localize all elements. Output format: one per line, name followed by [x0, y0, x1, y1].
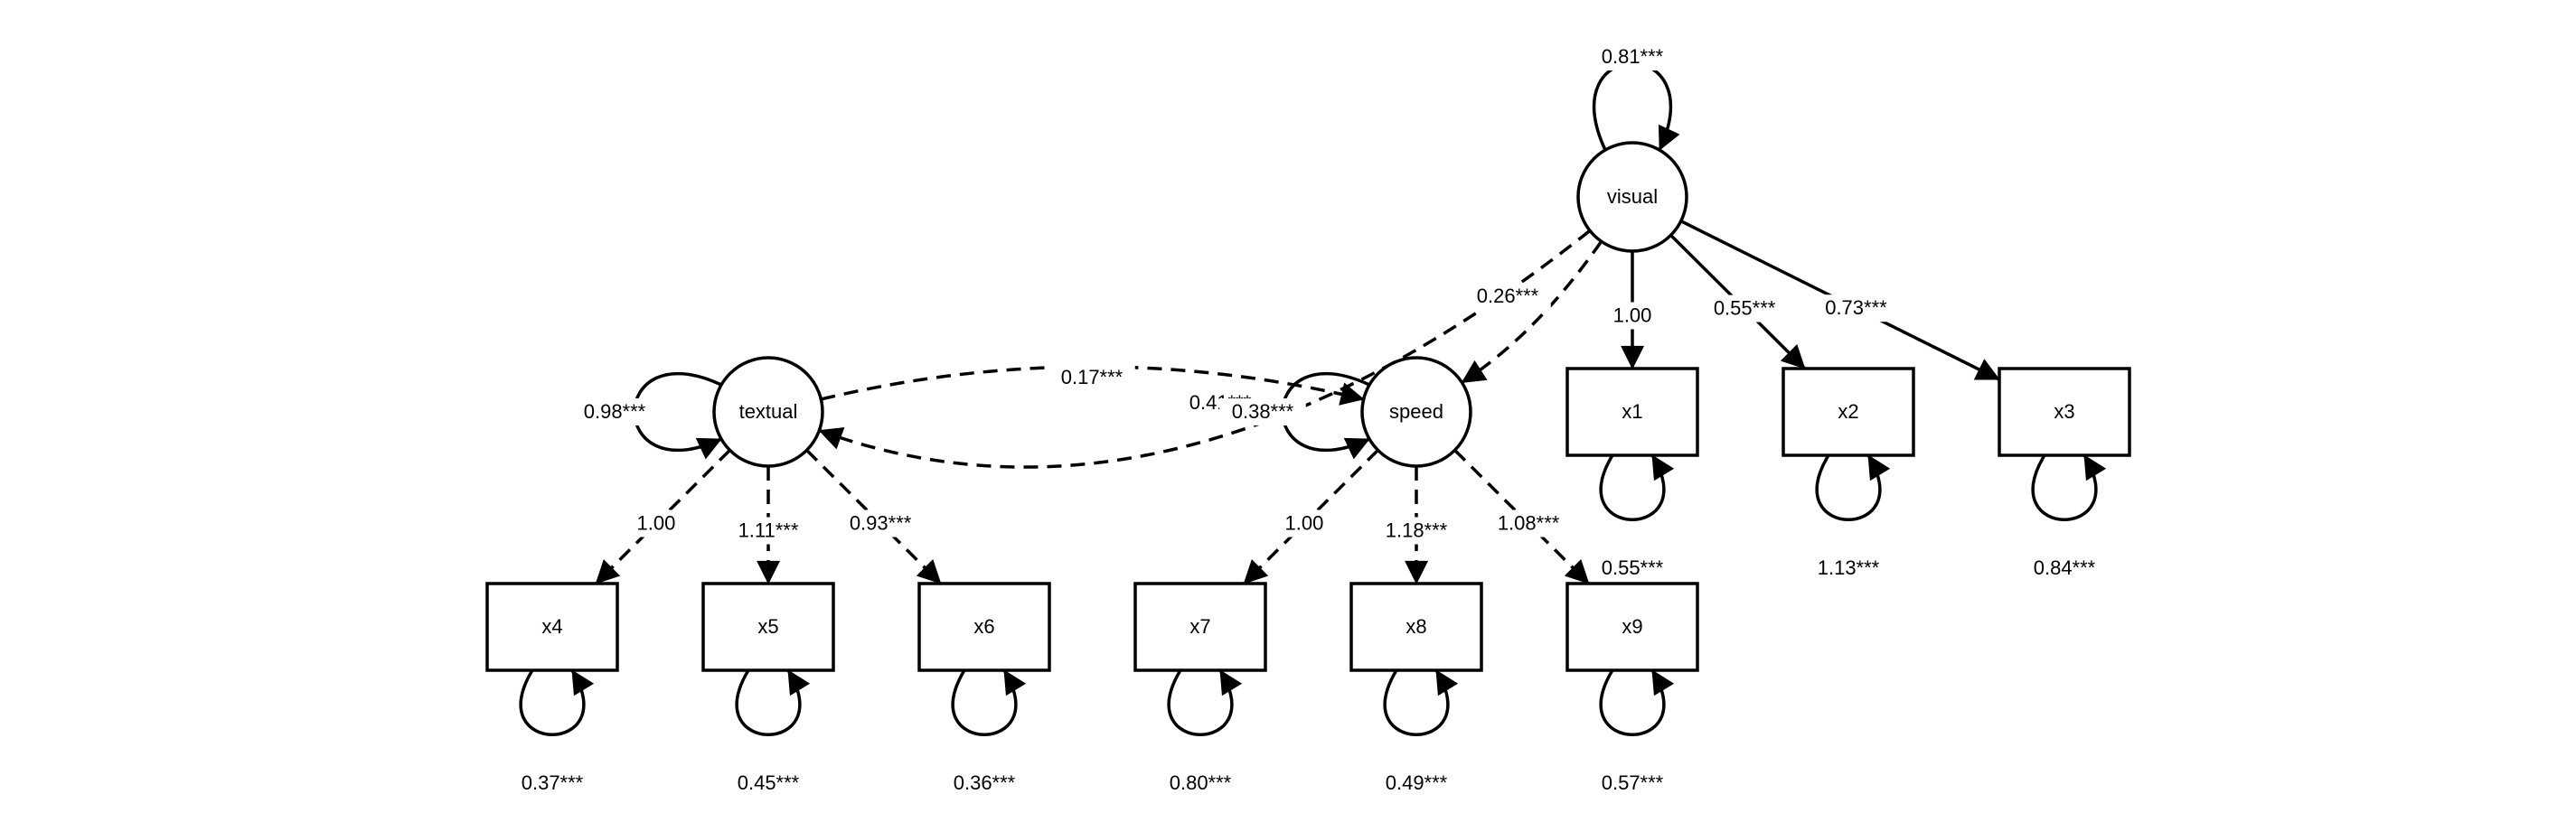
loading-label-x3: 0.73***: [1812, 294, 1900, 322]
residual-loop-x7: [1167, 644, 1243, 736]
loading-label-x5: 1.11***: [725, 517, 812, 545]
residual-loop-x5: [735, 644, 811, 736]
covariance-label-visual-speed: 0.26***: [1464, 283, 1551, 310]
observed-node-x2: x2: [1782, 367, 1915, 457]
svg-text:visual: visual: [1607, 185, 1658, 208]
residual-loop-x6: [951, 644, 1027, 736]
observed-node-x7: x7: [1133, 582, 1267, 672]
loading-label-x6: 0.93***: [837, 509, 924, 537]
svg-text:x2: x2: [1838, 400, 1858, 423]
svg-text:0.80***: 0.80***: [1170, 771, 1232, 794]
svg-text:x6: x6: [973, 615, 994, 638]
observed-node-x9: x9: [1565, 582, 1699, 672]
svg-text:0.55***: 0.55***: [1714, 296, 1776, 319]
svg-text:1.11***: 1.11***: [738, 519, 799, 541]
covariance-curve-visual-textual: [818, 207, 1615, 469]
svg-text:x4: x4: [541, 615, 562, 638]
residual-label-x3: 0.84***: [2021, 555, 2108, 582]
svg-text:0.57***: 0.57***: [1602, 771, 1664, 794]
residual-loop-x9: [1599, 644, 1675, 736]
residual-label-x1: 0.55***: [1589, 555, 1676, 582]
svg-text:0.98***: 0.98***: [584, 400, 646, 423]
loading-label-x2: 0.55***: [1701, 294, 1788, 322]
svg-text:0.84***: 0.84***: [2034, 556, 2096, 579]
svg-text:x3: x3: [2054, 400, 2074, 423]
variance-loop-visual: [1592, 61, 1680, 176]
svg-text:1.08***: 1.08***: [1498, 511, 1560, 534]
loading-label-x1: 1.00: [1606, 302, 1659, 330]
svg-text:x7: x7: [1189, 615, 1210, 638]
residual-label-x4: 0.37***: [509, 770, 596, 797]
covariance-label-textual-speed: 0.17***: [1048, 364, 1135, 391]
latent-node-speed: speed: [1360, 356, 1472, 468]
svg-text:0.93***: 0.93***: [850, 511, 912, 534]
svg-text:x9: x9: [1622, 615, 1642, 638]
svg-text:x8: x8: [1406, 615, 1426, 638]
residual-label-x8: 0.49***: [1373, 770, 1460, 797]
loading-label-x8: 1.18***: [1373, 517, 1460, 545]
latent-node-textual: textual: [712, 356, 824, 468]
svg-text:1.00: 1.00: [637, 511, 676, 534]
svg-text:0.38***: 0.38***: [1232, 400, 1294, 423]
observed-node-x8: x8: [1349, 582, 1483, 672]
svg-text:0.17***: 0.17***: [1061, 366, 1123, 388]
residual-label-x7: 0.80***: [1157, 770, 1244, 797]
variance-label-visual: 0.81***: [1589, 43, 1676, 70]
svg-text:speed: speed: [1389, 400, 1443, 423]
svg-text:0.26***: 0.26***: [1477, 285, 1539, 307]
covariance-curve-visual-speed: [1461, 216, 1624, 384]
svg-text:1.00: 1.00: [1613, 304, 1652, 326]
svg-text:x5: x5: [757, 615, 778, 638]
residual-loop-x4: [519, 644, 595, 736]
residual-label-x6: 0.36***: [941, 770, 1028, 797]
residual-label-x2: 1.13***: [1805, 555, 1892, 582]
observed-node-x1: x1: [1565, 367, 1699, 457]
loading-label-x4: 1.00: [629, 509, 682, 537]
observed-node-x5: x5: [701, 582, 835, 672]
svg-text:1.00: 1.00: [1285, 511, 1324, 534]
svg-text:0.81***: 0.81***: [1602, 45, 1664, 68]
residual-loop-x8: [1383, 644, 1459, 736]
svg-text:0.73***: 0.73***: [1825, 296, 1887, 319]
residual-loop-x1: [1599, 429, 1675, 521]
latent-node-visual: visual: [1576, 141, 1688, 253]
loading-label-x9: 1.08***: [1485, 509, 1572, 537]
svg-text:0.36***: 0.36***: [954, 771, 1016, 794]
svg-text:0.37***: 0.37***: [522, 771, 584, 794]
svg-text:0.45***: 0.45***: [738, 771, 800, 794]
residual-loop-x3: [2031, 429, 2107, 521]
residual-label-x9: 0.57***: [1589, 770, 1676, 797]
loading-label-x7: 1.00: [1277, 509, 1330, 537]
observed-node-x4: x4: [485, 582, 619, 672]
variance-label-speed: 0.38***: [1219, 398, 1306, 425]
observed-node-x6: x6: [917, 582, 1051, 672]
svg-text:0.49***: 0.49***: [1386, 771, 1448, 794]
svg-text:1.13***: 1.13***: [1818, 556, 1880, 579]
residual-label-x5: 0.45***: [725, 770, 812, 797]
svg-text:textual: textual: [739, 400, 798, 423]
observed-node-x3: x3: [1998, 367, 2131, 457]
svg-text:1.18***: 1.18***: [1386, 519, 1448, 541]
svg-text:0.55***: 0.55***: [1602, 556, 1664, 579]
svg-text:x1: x1: [1622, 400, 1642, 423]
residual-loop-x2: [1815, 429, 1891, 521]
variance-label-textual: 0.98***: [571, 398, 658, 425]
